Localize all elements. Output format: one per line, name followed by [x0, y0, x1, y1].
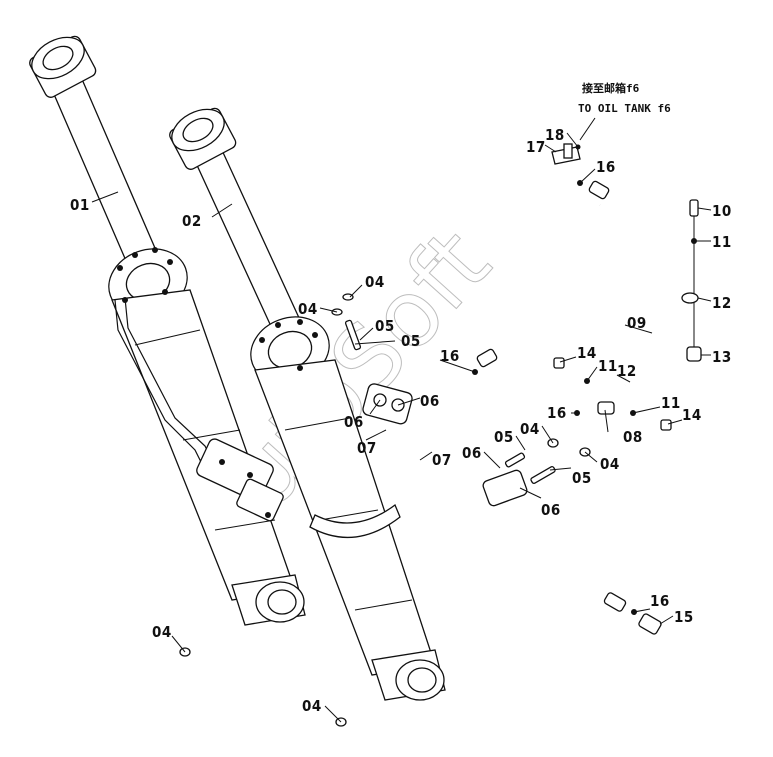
- callout-07: 07: [357, 439, 377, 457]
- callout-05: 05: [494, 428, 514, 446]
- callout-04: 04: [520, 420, 540, 438]
- note-english: TO OIL TANK f6: [578, 102, 671, 115]
- callout-14: 14: [682, 406, 702, 424]
- callout-04: 04: [365, 273, 385, 291]
- callout-10: 10: [712, 202, 732, 220]
- callout-07: 07: [432, 451, 452, 469]
- hose-08: [476, 348, 626, 415]
- callout-05: 05: [375, 317, 395, 335]
- note-chinese: 接至邮箱f6: [582, 81, 640, 95]
- callout-04: 04: [152, 623, 172, 641]
- callout-11: 11: [661, 394, 681, 412]
- callout-15: 15: [674, 608, 694, 626]
- callout-labels: 01 02 04 04 04 04 04 04 05 05 05 05 06 0…: [70, 126, 732, 715]
- callout-05: 05: [401, 332, 421, 350]
- callout-16: 16: [547, 404, 567, 422]
- callout-16: 16: [650, 592, 670, 610]
- callout-17: 17: [526, 138, 546, 156]
- callout-02: 02: [182, 212, 202, 230]
- callout-06: 06: [462, 444, 482, 462]
- callout-06: 06: [420, 392, 440, 410]
- callout-06: 06: [344, 413, 364, 431]
- callout-12: 12: [712, 294, 732, 312]
- callout-11: 11: [598, 357, 618, 375]
- callout-04: 04: [600, 455, 620, 473]
- hydraulic-cylinder-01: [29, 35, 306, 626]
- callout-09: 09: [627, 314, 647, 332]
- callout-14: 14: [577, 344, 597, 362]
- tube-clamp-assembly: [196, 438, 284, 522]
- callout-16: 16: [440, 347, 460, 365]
- flange-06: [362, 383, 413, 425]
- callout-01: 01: [70, 196, 90, 214]
- callout-16: 16: [596, 158, 616, 176]
- callout-11: 11: [712, 233, 732, 251]
- callout-13: 13: [712, 348, 732, 366]
- oil-tank-note: 接至邮箱f6 TO OIL TANK f6: [578, 81, 671, 115]
- callout-06: 06: [541, 501, 561, 519]
- callout-04: 04: [302, 697, 322, 715]
- leader-lines: [91, 117, 712, 723]
- callout-05: 05: [572, 469, 592, 487]
- hose-09: [576, 168, 747, 605]
- callout-04: 04: [298, 300, 318, 318]
- hose-07: [382, 410, 528, 523]
- callout-12: 12: [617, 362, 637, 380]
- callout-08: 08: [623, 428, 643, 446]
- callout-18: 18: [545, 126, 565, 144]
- hydraulic-cylinder-02: [169, 107, 446, 701]
